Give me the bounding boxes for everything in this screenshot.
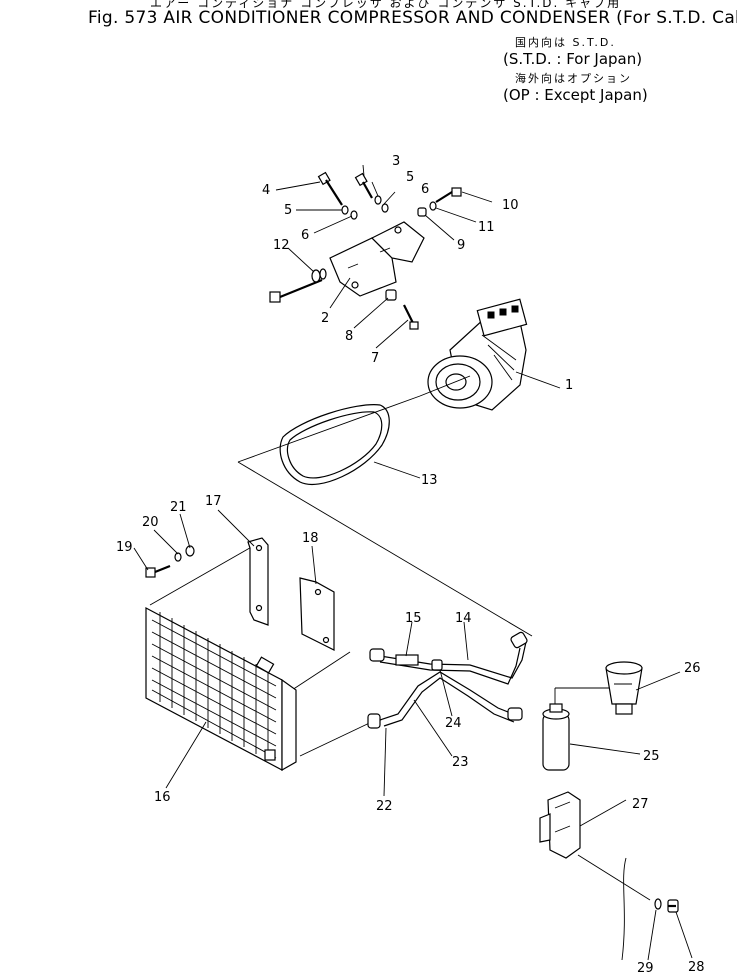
washer-11-nut-9 [417,201,437,217]
callout-17: 17 [205,494,222,509]
bracket-18 [299,577,335,651]
callout-5a: 5 [284,203,292,218]
callout-16: 16 [154,790,171,805]
bolt-10 [435,187,462,203]
callout-20: 20 [142,515,159,530]
callout-15: 15 [405,611,422,626]
callout-3: 3 [392,154,400,169]
bolt-19-washers-20-21 [145,545,195,578]
leader-lines [133,164,693,961]
callout-labels: 1 2 3 4 5 5 6 6 7 8 9 10 11 12 13 14 15 … [116,154,705,976]
callout-4: 4 [262,183,270,198]
bolt-4 [317,171,343,206]
compressor [427,298,528,411]
op-note-japanese: 海外向はオプション [515,72,632,85]
callout-12: 12 [273,238,290,253]
callout-28: 28 [688,960,705,975]
reference-lines [149,375,651,901]
callout-7: 7 [371,351,379,366]
callout-24: 24 [445,716,462,731]
callout-2: 2 [321,311,329,326]
callout-18: 18 [302,531,319,546]
callout-8: 8 [345,329,353,344]
callout-25: 25 [643,749,660,764]
callout-29: 29 [637,961,654,976]
sight-glass-cap [605,661,643,715]
condenser [145,607,297,772]
callout-6b: 6 [421,182,429,197]
callout-9: 9 [457,238,465,253]
callout-5b: 5 [406,170,414,185]
callout-26: 26 [684,661,701,676]
figure-title: Fig. 573 AIR CONDITIONER COMPRESSOR AND … [88,8,737,28]
callout-14: 14 [455,611,472,626]
japanese-title: エアー コンディショナ コンプレッサ および コンデンサ S.T.D. キャブ用 [150,0,622,10]
bracket [329,221,425,297]
receiver-dryer [542,703,570,771]
bolt-28-washer-29 [621,857,679,961]
washers-5-6 [341,195,389,220]
callout-27: 27 [632,797,649,812]
bolt-3 [354,172,373,199]
bracket-27 [539,791,581,859]
callout-23: 23 [452,755,469,770]
std-note-japanese: 国内向は S.T.D. [515,36,616,49]
bracket-17 [247,537,269,626]
callout-19: 19 [116,540,133,555]
bolt-and-washer-12 [269,268,327,303]
callout-21: 21 [170,500,187,515]
nut-8-bolt-7 [385,289,419,330]
hoses [367,631,528,729]
callout-1: 1 [565,378,573,393]
std-note: (S.T.D. : For Japan) [503,50,643,68]
callout-11: 11 [478,220,495,235]
drive-belt [279,404,390,486]
callout-13: 13 [421,473,438,488]
callout-6a: 6 [301,228,309,243]
callout-10: 10 [502,198,519,213]
op-note: (OP : Except Japan) [503,86,648,104]
callout-22: 22 [376,799,393,814]
